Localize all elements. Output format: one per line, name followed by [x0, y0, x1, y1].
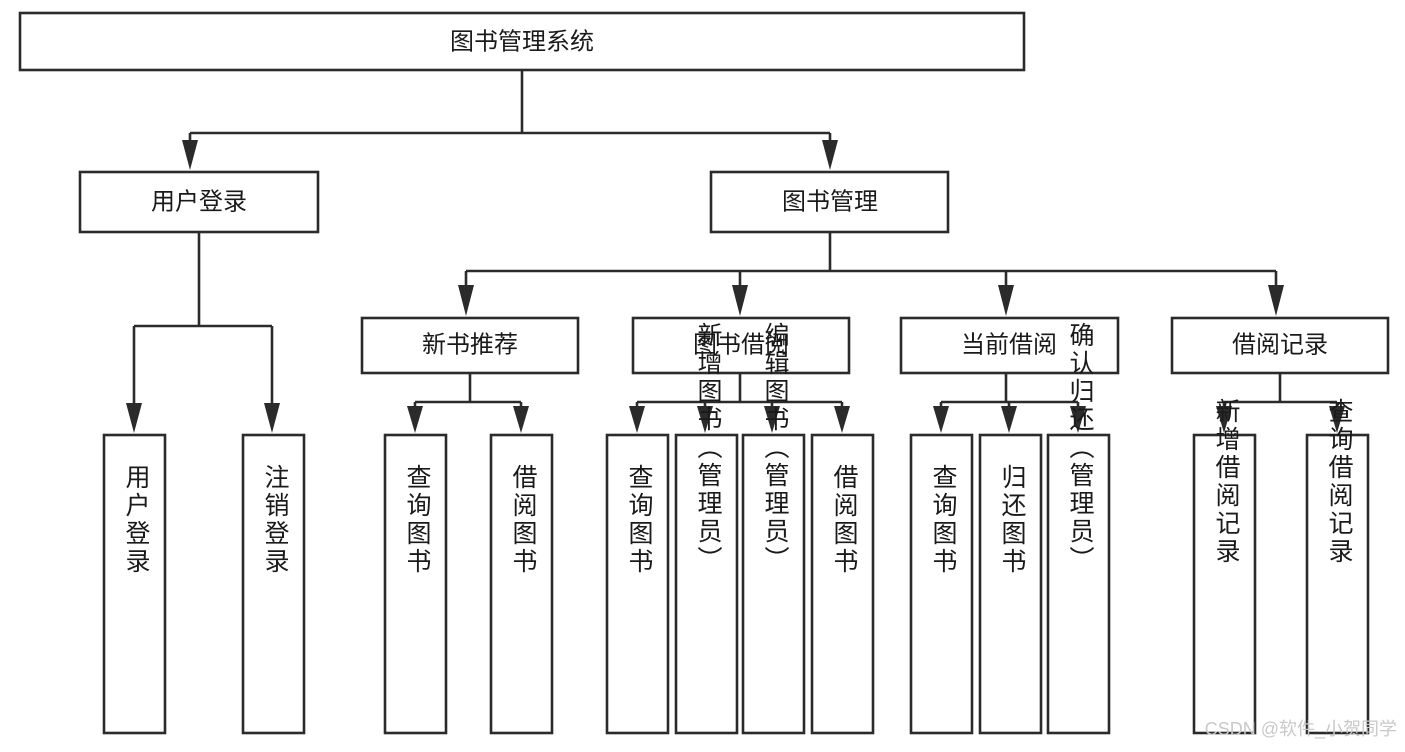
- node-book-manage-box[interactable]: [709, 170, 950, 234]
- node-leaf-query-book-2-label: 查询图书: [625, 464, 654, 576]
- node-leaf-add-record[interactable]: 新增借阅记录: [1192, 398, 1257, 735]
- node-new-book-recommend-box[interactable]: [360, 316, 580, 375]
- arrow-to-book-manage: [822, 140, 838, 170]
- node-user-login-label: 用户登录: [151, 188, 247, 215]
- node-current-borrow-label: 当前借阅: [961, 331, 1057, 358]
- edge-group-user-login-to-leaves: [126, 232, 280, 433]
- node-book-borrow-box[interactable]: [631, 316, 851, 375]
- node-borrow-record-box[interactable]: [1170, 316, 1390, 375]
- node-leaf-borrow-book-1[interactable]: 借阅图书: [489, 433, 554, 735]
- arrow-to-new-book-recommend: [458, 285, 474, 316]
- node-current-borrow-box[interactable]: [899, 316, 1120, 375]
- node-leaf-add-record-label: 新增借阅记录: [1212, 398, 1241, 566]
- node-leaf-edit-book-box[interactable]: [741, 433, 806, 735]
- node-leaf-add-book[interactable]: 新增图书（管理员）: [674, 322, 739, 735]
- node-leaf-user-logout-label: 注销登录: [261, 464, 290, 576]
- node-leaf-user-login[interactable]: 用户登录: [102, 433, 167, 735]
- node-leaf-confirm-return-label: 确认归还（管理员）: [1066, 322, 1095, 574]
- arrow-to-leaf-user-login: [126, 403, 142, 433]
- node-leaf-query-record-box[interactable]: [1305, 433, 1370, 735]
- node-borrow-record[interactable]: 借阅记录: [1170, 316, 1390, 375]
- arrow-to-leaf-edit-book: [764, 406, 780, 433]
- edge-group-book-manage-to-level3: [458, 232, 1284, 316]
- node-leaf-confirm-return-box[interactable]: [1046, 433, 1111, 735]
- node-leaf-borrow-book-2[interactable]: 借阅图书: [810, 433, 875, 735]
- node-book-manage[interactable]: 图书管理: [709, 170, 950, 234]
- edge-group-book-borrow-to-leaves: [629, 373, 850, 433]
- node-leaf-query-book-2[interactable]: 查询图书: [605, 433, 670, 735]
- node-leaf-return-book-box[interactable]: [978, 433, 1043, 735]
- node-leaf-borrow-book-2-label: 借阅图书: [830, 464, 859, 576]
- node-leaf-query-book-3[interactable]: 查询图书: [909, 433, 974, 735]
- node-leaf-user-login-box[interactable]: [102, 433, 167, 735]
- arrow-to-current-borrow: [998, 285, 1014, 316]
- arrow-to-book-borrow: [732, 285, 748, 316]
- edge-group-current-borrow-to-leaves: [933, 373, 1086, 433]
- node-borrow-record-label: 借阅记录: [1232, 331, 1328, 358]
- arrow-to-leaf-return-book: [1001, 406, 1017, 433]
- node-user-login[interactable]: 用户登录: [78, 170, 320, 234]
- arrow-to-leaf-query-book-2: [629, 406, 645, 433]
- node-leaf-query-book-3-box[interactable]: [909, 433, 974, 735]
- node-leaf-query-record[interactable]: 查询借阅记录: [1305, 398, 1370, 735]
- node-leaf-edit-book-label: 编辑图书（管理员）: [761, 322, 790, 574]
- node-leaf-user-logout-box[interactable]: [241, 433, 306, 735]
- node-leaf-edit-book[interactable]: 编辑图书（管理员）: [741, 322, 806, 735]
- node-book-borrow[interactable]: 图书借阅: [631, 316, 851, 375]
- node-new-book-recommend[interactable]: 新书推荐: [360, 316, 580, 375]
- node-leaf-query-record-label: 查询借阅记录: [1325, 398, 1354, 566]
- node-leaf-borrow-book-1-label: 借阅图书: [509, 464, 538, 576]
- node-root-box[interactable]: [18, 11, 1026, 72]
- node-book-manage-label: 图书管理: [782, 188, 878, 215]
- node-current-borrow[interactable]: 当前借阅: [899, 316, 1120, 375]
- arrow-to-leaf-borrow-book-2: [834, 406, 850, 433]
- arrow-to-leaf-confirm-return: [1070, 406, 1086, 433]
- arrow-to-leaf-query-book-1: [407, 406, 423, 433]
- watermark: CSDN @软件_小贺同学: [1204, 719, 1397, 739]
- node-leaf-user-logout[interactable]: 注销登录: [241, 433, 306, 735]
- node-leaf-add-book-label: 新增图书（管理员）: [694, 322, 723, 574]
- node-leaf-user-login-label: 用户登录: [122, 464, 151, 576]
- arrow-to-leaf-borrow-book-1: [513, 406, 529, 433]
- node-root[interactable]: 图书管理系统: [18, 11, 1026, 72]
- arrow-to-leaf-add-record: [1216, 406, 1232, 433]
- node-leaf-add-book-box[interactable]: [674, 433, 739, 735]
- arrow-to-user-login: [182, 140, 198, 170]
- node-leaf-return-book[interactable]: 归还图书: [978, 433, 1043, 735]
- arrow-to-leaf-add-book: [697, 406, 713, 433]
- node-leaf-return-book-label: 归还图书: [998, 464, 1027, 576]
- node-leaf-confirm-return[interactable]: 确认归还（管理员）: [1046, 322, 1111, 735]
- node-leaf-query-book-3-label: 查询图书: [929, 464, 958, 576]
- edge-group-borrow-record-to-leaves: [1216, 373, 1345, 433]
- node-user-login-box[interactable]: [78, 170, 320, 234]
- arrow-to-leaf-query-book-3: [933, 406, 949, 433]
- arrow-to-leaf-query-record: [1329, 406, 1345, 433]
- node-leaf-query-book-2-box[interactable]: [605, 433, 670, 735]
- node-root-label: 图书管理系统: [450, 28, 594, 55]
- arrow-to-leaf-user-logout: [264, 403, 280, 433]
- node-book-borrow-label: 图书借阅: [693, 331, 789, 358]
- node-leaf-borrow-book-2-box[interactable]: [810, 433, 875, 735]
- edge-group-new-book-recommend-to-leaves: [407, 373, 529, 433]
- node-leaf-add-record-box[interactable]: [1192, 433, 1257, 735]
- node-new-book-recommend-label: 新书推荐: [422, 331, 518, 358]
- node-leaf-query-book-1[interactable]: 查询图书: [383, 433, 448, 735]
- node-leaf-query-book-1-box[interactable]: [383, 433, 448, 735]
- arrow-to-borrow-record: [1268, 285, 1284, 316]
- edge-group-root-to-level2: [182, 70, 838, 170]
- node-leaf-query-book-1-label: 查询图书: [403, 464, 432, 576]
- node-leaf-borrow-book-1-box[interactable]: [489, 433, 554, 735]
